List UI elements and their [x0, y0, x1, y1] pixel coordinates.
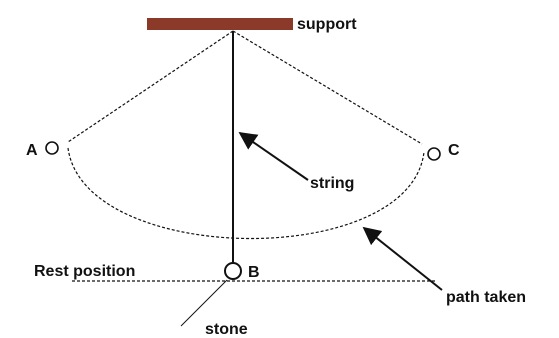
stone-at-c	[427, 147, 441, 161]
string-label: string	[310, 175, 354, 192]
support-bar	[147, 18, 293, 30]
stone-at-b	[224, 262, 242, 280]
path-taken-label: path taken	[446, 289, 526, 306]
stone-label: stone	[205, 321, 248, 338]
stone-pointer-line	[180, 279, 228, 327]
string-position-a	[67, 30, 234, 143]
stone-at-a	[45, 141, 59, 155]
string-position-c	[232, 30, 423, 145]
point-c-label: C	[448, 142, 460, 159]
point-b-label: B	[248, 264, 260, 281]
point-a-label: A	[26, 142, 38, 159]
swing-path-arc	[67, 147, 425, 240]
path-taken-arrow	[362, 226, 443, 291]
string-arrow	[238, 131, 309, 181]
rest-position-label: Rest position	[34, 263, 135, 280]
support-label: support	[297, 16, 357, 33]
